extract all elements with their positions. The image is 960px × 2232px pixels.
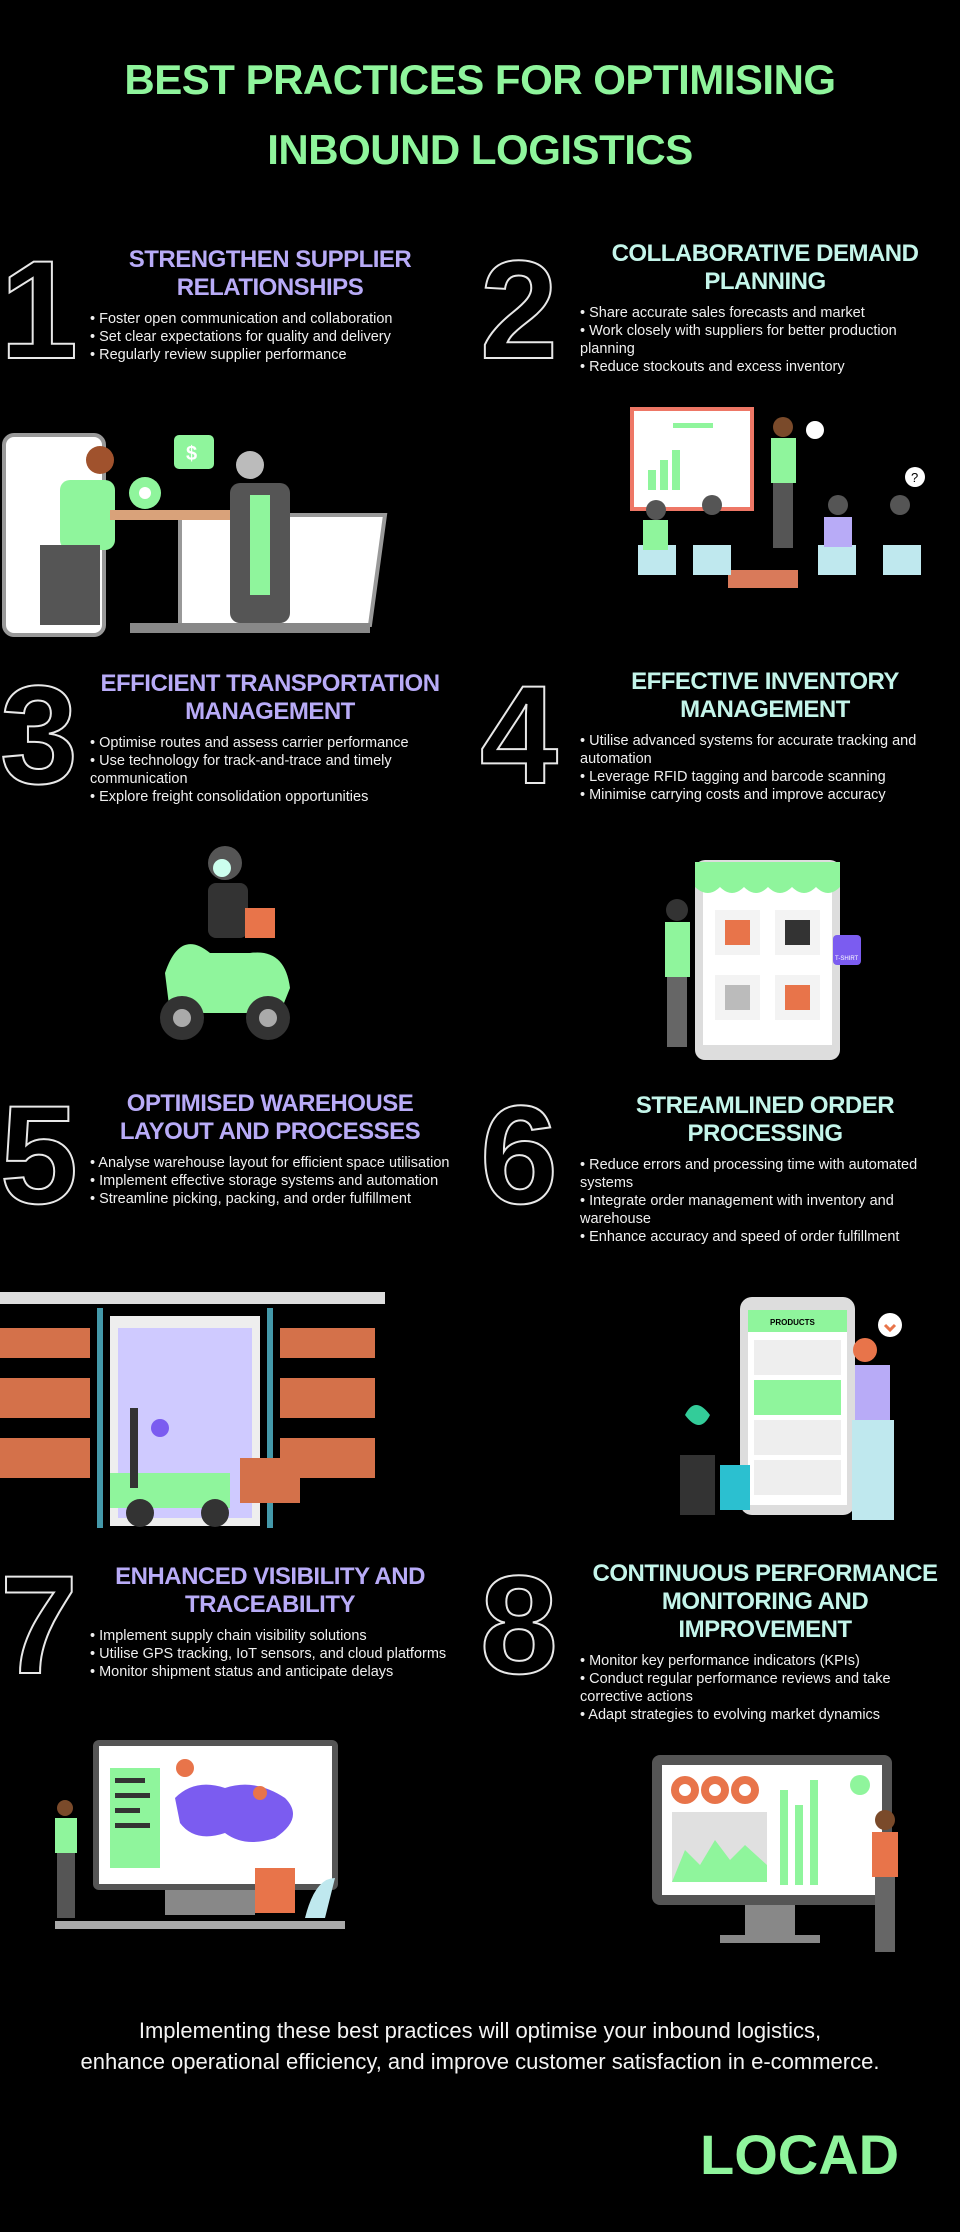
world-map-tracking-illustration xyxy=(55,1740,345,1929)
brand-logo: LOCAD xyxy=(700,2123,900,2186)
scooter-courier-illustration xyxy=(160,846,290,1040)
svg-text:$: $ xyxy=(186,443,197,465)
section-bullets-4: • Utilise advanced systems for accurate … xyxy=(580,733,917,803)
tshirt-label: T-SHIRT xyxy=(835,956,859,962)
section-number-5: 5 xyxy=(0,1076,79,1233)
page-title: BEST PRACTICES FOR OPTIMISING INBOUND LO… xyxy=(0,45,960,185)
footer-conclusion: Implementing these best practices will o… xyxy=(80,2018,880,2074)
section-bullets-8: • Monitor key performance indicators (KP… xyxy=(580,1653,891,1723)
svg-text:?: ? xyxy=(911,470,918,485)
section-number-4: 4 xyxy=(479,656,559,813)
section-number-3: 3 xyxy=(0,656,79,813)
section-number-2: 2 xyxy=(479,231,559,388)
section-number-1: 1 xyxy=(0,231,79,388)
section-number-6: 6 xyxy=(479,1076,559,1233)
section-bullets-1: • Foster open communication and collabor… xyxy=(90,311,393,363)
mobile-shopping-illustration: PRODUCTS xyxy=(680,1297,902,1520)
section-bullets-5: • Analyse warehouse layout for efficient… xyxy=(90,1155,450,1207)
section-number-7: 7 xyxy=(0,1546,79,1703)
warehouse-forklift-illustration xyxy=(0,1292,385,1528)
section-bullets-7: • Implement supply chain visibility solu… xyxy=(90,1628,447,1680)
analytics-dashboard-illustration xyxy=(652,1755,898,1952)
section-number-8: 8 xyxy=(479,1546,559,1703)
section-bullets-3: • Optimise routes and assess carrier per… xyxy=(90,735,409,805)
handshake-illustration: $ xyxy=(2,433,388,637)
title-line-1: BEST PRACTICES FOR OPTIMISING xyxy=(124,56,836,103)
section-bullets-2: • Share accurate sales forecasts and mar… xyxy=(580,305,897,375)
title-line-2: INBOUND LOGISTICS xyxy=(267,126,693,173)
presentation-illustration: ? xyxy=(630,407,925,588)
online-store-illustration: T-SHIRT xyxy=(665,860,861,1060)
products-label: PRODUCTS xyxy=(770,1318,816,1327)
section-bullets-6: • Reduce errors and processing time with… xyxy=(580,1157,918,1245)
